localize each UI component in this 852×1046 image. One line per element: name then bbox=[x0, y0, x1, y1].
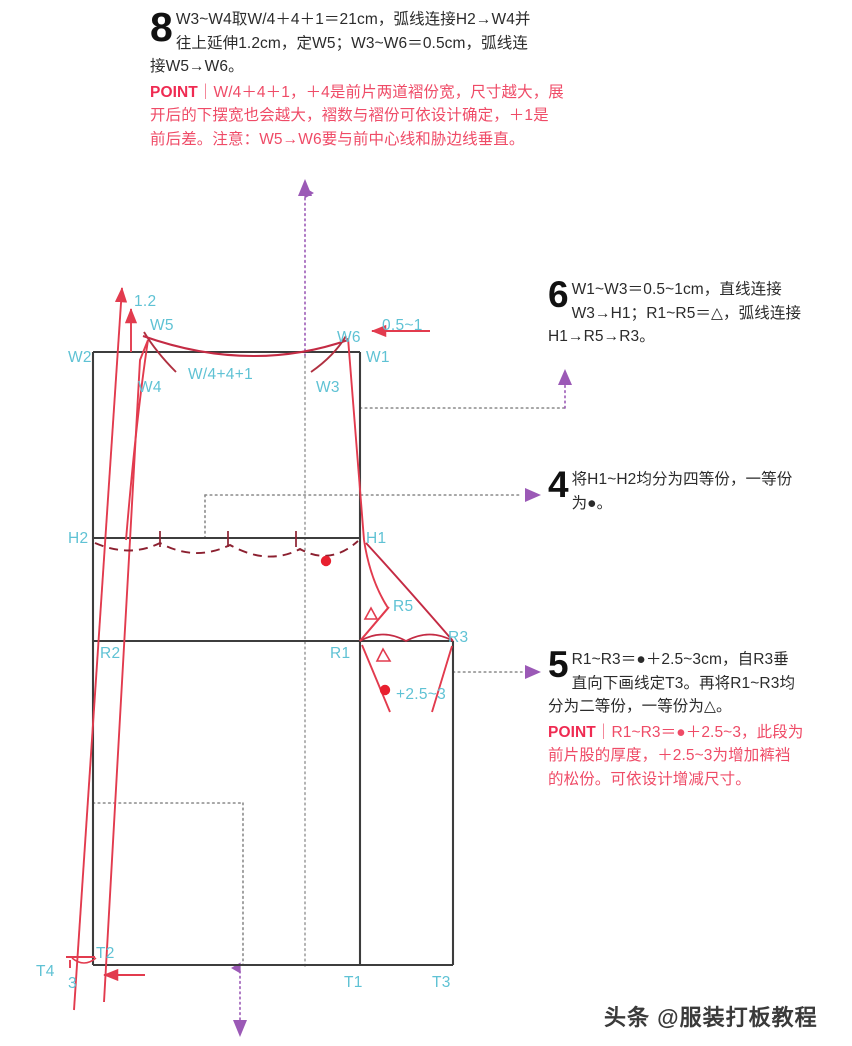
step-5-point-line-1: ｜R1~R3＝●＋2.5~3，此段为 bbox=[595, 723, 804, 741]
label-h2: H2 bbox=[68, 530, 89, 547]
step-5-line-1: R1~R3＝●＋2.5~3cm，自R3垂 bbox=[571, 651, 789, 668]
label-w3: W3 bbox=[316, 379, 340, 396]
step-6-line-1: W1~W3＝0.5~1cm，直线连接 bbox=[571, 281, 782, 298]
dot-bullet-crotch bbox=[379, 684, 391, 696]
step-6-number: 6 bbox=[548, 274, 569, 315]
step-8-line-1: W3~W4取W/4＋4＋1＝21cm，弧线连接H2→W4并 bbox=[175, 11, 531, 28]
step-8-line-2: 往上延伸1.2cm，定W5；W3~W6＝0.5cm，弧线连 bbox=[175, 34, 528, 52]
watermark: 头条 @服装打板教程 bbox=[604, 1005, 818, 1030]
label-w6: W6 bbox=[337, 329, 361, 346]
step-8-point-tag: POINT bbox=[150, 83, 198, 101]
label-t4: T4 bbox=[36, 963, 55, 980]
measure-crotch-add: +2.5~3 bbox=[396, 686, 447, 703]
label-r1: R1 bbox=[330, 645, 351, 662]
hip-division-ticks bbox=[159, 531, 297, 547]
step-8-point-line-2: 开后的下摆宽也会越大，褶数与褶份可依设计确定，＋1是 bbox=[150, 107, 549, 125]
label-w1: W1 bbox=[366, 349, 390, 366]
step-4-number: 4 bbox=[548, 464, 569, 505]
step-5-line-3: 分为二等份，一等份为△。 bbox=[548, 698, 732, 716]
step-8-point-line-1: ｜W/4＋4＋1，＋4是前片两道褶份宽，尺寸越大，展 bbox=[197, 83, 564, 101]
step-5-number: 5 bbox=[548, 644, 569, 685]
step-5-line-2: 直向下画线定T3。再将R1~R3均 bbox=[571, 674, 796, 692]
step-6-line-2: W3→H1；R1~R5＝△，弧线连接 bbox=[571, 304, 802, 322]
measure-hem-inset: 3 bbox=[68, 975, 77, 992]
step-8-point-line-3: 前后差。注意：W5→W6要与前中心线和胁边线垂直。 bbox=[150, 130, 525, 148]
hip-dart-curve bbox=[94, 540, 359, 558]
guide-lines bbox=[92, 187, 566, 1031]
step-4-line-2: 为●。 bbox=[571, 494, 613, 512]
step-6-line-3: H1→R5→R3。 bbox=[548, 328, 655, 346]
pattern-outline bbox=[91, 350, 455, 967]
step-6-block: 6 W1~W3＝0.5~1cm，直线连接 W3→H1；R1~R5＝△，弧线连接 … bbox=[548, 274, 848, 349]
label-t2: T2 bbox=[96, 945, 115, 962]
label-h1: H1 bbox=[366, 530, 387, 547]
step-4-block: 4 将H1~H2均分为四等份，一等份 为●。 bbox=[548, 464, 848, 515]
step-5-block: 5 R1~R3＝●＋2.5~3cm，自R3垂 直向下画线定T3。再将R1~R3均… bbox=[548, 644, 850, 791]
step-5-point-line-3: 的松份。可依设计增减尺寸。 bbox=[548, 770, 751, 788]
guide-arrowheads bbox=[233, 179, 572, 1037]
label-t3: T3 bbox=[432, 974, 451, 991]
label-t1: T1 bbox=[344, 974, 363, 991]
dot-bullet-hip bbox=[320, 555, 332, 567]
triangle-marks bbox=[363, 606, 392, 662]
step-8-number: 8 bbox=[150, 4, 173, 50]
triangle-r5 bbox=[363, 606, 379, 620]
step-8-line-3: 接W5→W6。 bbox=[150, 58, 244, 76]
label-r2: R2 bbox=[100, 645, 121, 662]
measure-extension-1-2: 1.2 bbox=[134, 293, 157, 310]
bullet-dots bbox=[320, 555, 391, 696]
step-4-line-1: 将H1~H2均分为四等份，一等份 bbox=[571, 471, 793, 488]
step-5-point-line-2: 前片股的厚度，＋2.5~3为增加裤裆 bbox=[548, 747, 791, 765]
label-w2: W2 bbox=[68, 349, 92, 366]
step-5-point-tag: POINT bbox=[548, 723, 596, 741]
label-w5: W5 bbox=[150, 317, 174, 334]
construction-lines bbox=[66, 287, 454, 1011]
triangle-r1 bbox=[375, 647, 392, 662]
measure-waist-width: W/4+4+1 bbox=[188, 366, 254, 383]
label-r5: R5 bbox=[393, 598, 414, 615]
step-8-block: 8 W3~W4取W/4＋4＋1＝21cm，弧线连接H2→W4并 往上延伸1.2c… bbox=[150, 4, 610, 151]
label-r3: R3 bbox=[448, 629, 469, 646]
label-w4: W4 bbox=[138, 379, 162, 396]
measure-w1-w3: 0.5~1 bbox=[382, 317, 423, 334]
